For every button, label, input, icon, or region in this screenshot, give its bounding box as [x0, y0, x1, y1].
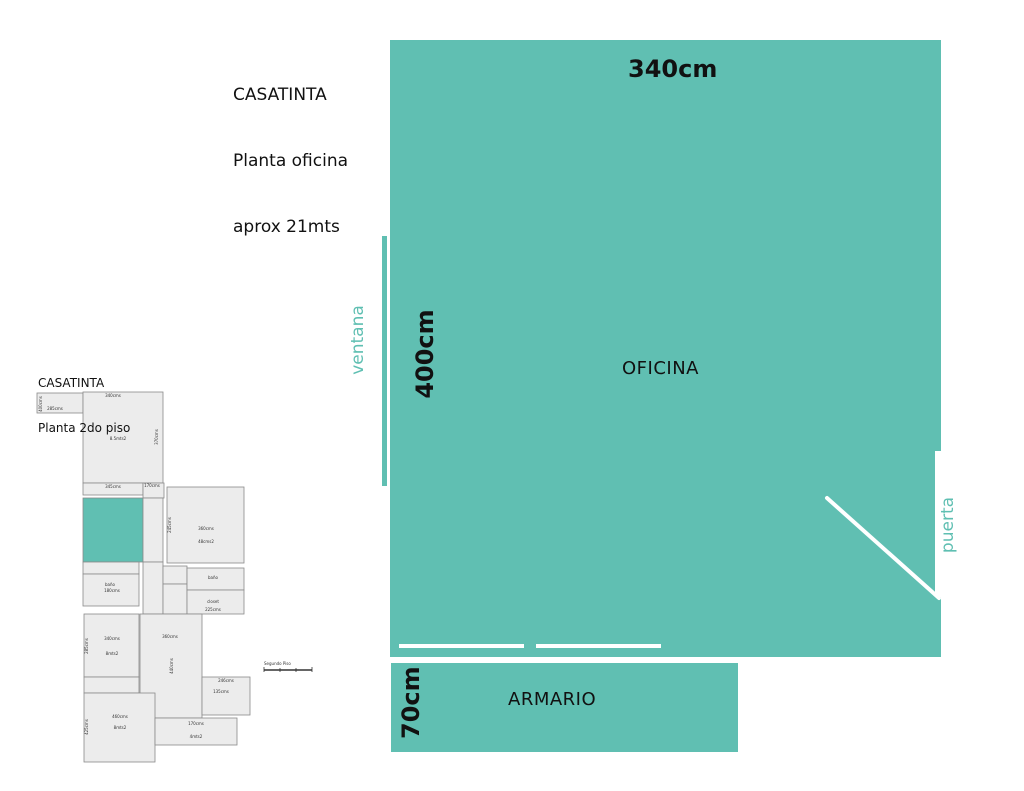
office-room-label: OFICINA: [622, 358, 699, 379]
mini-room: [82, 561, 140, 575]
mini-room: [82, 573, 140, 607]
office-room: [390, 40, 941, 657]
mini-label: 246cms: [218, 678, 234, 683]
mini-room: [162, 565, 188, 585]
mini-label: 370cms: [154, 429, 159, 445]
mini-label: 400cms: [38, 396, 43, 412]
closet-room: [391, 663, 738, 752]
mini-room: [142, 561, 164, 615]
window-bar: [382, 236, 387, 486]
mini-label: closet: [207, 599, 219, 604]
mini-label: 135cms: [213, 689, 229, 694]
mini-room: [166, 486, 245, 564]
mini-label: 285cms: [47, 406, 63, 411]
mini-scale-label: Segundo Piso: [264, 661, 291, 666]
mini-label: 8mts2: [106, 651, 119, 656]
main-subtitle: Planta oficina: [233, 151, 349, 171]
mini-label: 170cms: [144, 483, 160, 488]
mini-label: 8.5mts2: [110, 436, 127, 441]
mini-labels: 340cms 8.5mts2 285cms 345cms 170cms 360c…: [38, 393, 234, 739]
door-swing-line: [825, 496, 941, 600]
mini-room: [201, 676, 251, 716]
mini-label: 425cms: [84, 719, 89, 735]
mini-label: 345cms: [105, 484, 121, 489]
mini-label: 180cms: [104, 588, 120, 593]
main-title-block: CASATINTA Planta oficina aprox 21mts: [233, 40, 348, 260]
closet-room-label: ARMARIO: [508, 689, 597, 710]
mini-room: [83, 613, 140, 678]
mini-label: 360cms: [198, 526, 214, 531]
mini-room: [154, 717, 238, 746]
mini-scale-bar: Segundo Piso: [263, 661, 313, 672]
window-label: ventana: [348, 305, 368, 375]
mini-room: [83, 676, 140, 694]
mini-label: 225cms: [205, 607, 221, 612]
door-label: puerta: [938, 496, 958, 554]
mini-label: 340cms: [105, 393, 121, 398]
office-height-label: 400cm: [411, 309, 439, 399]
mini-title-block: CASATINTA Planta 2do piso: [38, 346, 130, 451]
mini-label: 340cms: [104, 636, 120, 641]
mini-room: [142, 497, 164, 563]
mini-label: 4mts2: [190, 734, 203, 739]
mini-subtitle: Planta 2do piso: [38, 421, 131, 435]
mini-room-office: [82, 497, 144, 563]
mini-label: 48cms2: [198, 539, 214, 544]
closet-depth-label: 70cm: [397, 666, 425, 739]
mini-label: 360cms: [162, 634, 178, 639]
mini-room: [83, 692, 156, 763]
mini-label: 245cms: [167, 517, 172, 533]
mini-label: 440cms: [169, 658, 174, 674]
mini-label: 170cms: [188, 721, 204, 726]
main-brand: CASATINTA: [233, 85, 327, 105]
main-area: aprox 21mts: [233, 217, 340, 237]
mini-label: 285cms: [84, 638, 89, 654]
mini-brand: CASATINTA: [38, 376, 105, 390]
mini-room: [186, 589, 245, 615]
mini-floor-plan: [36, 391, 251, 763]
door-opening: [935, 451, 943, 597]
mini-room: [162, 583, 188, 615]
office-width-label: 340cm: [628, 55, 718, 83]
mini-label: baño: [208, 575, 219, 580]
mini-label: baño: [105, 582, 116, 587]
mini-label: 460cms: [112, 714, 128, 719]
mini-label: 8mts2: [114, 725, 127, 730]
